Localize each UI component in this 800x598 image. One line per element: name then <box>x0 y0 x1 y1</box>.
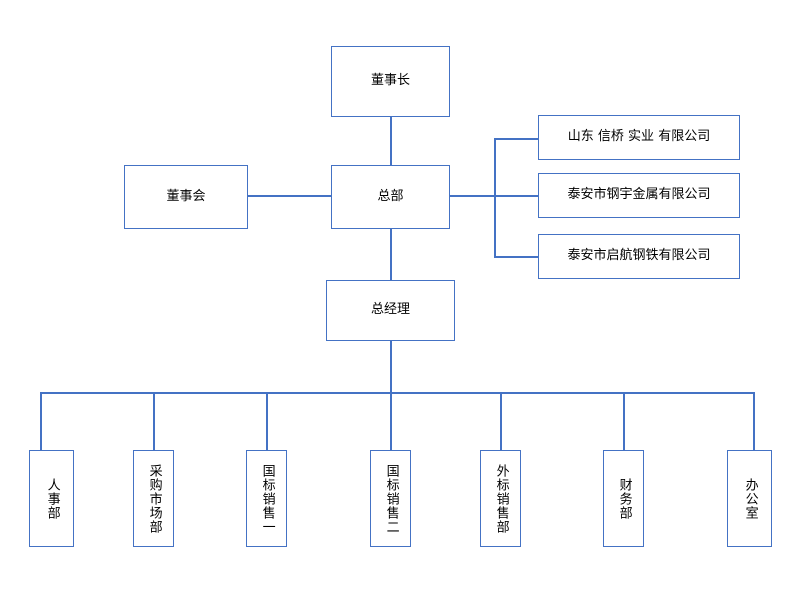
connector-board-to-headquarters <box>248 195 332 197</box>
node-dept-7[interactable]: 办公室 <box>727 450 772 547</box>
node-chairman[interactable]: 董事长 <box>331 46 450 117</box>
connector-bus-to-dept-6 <box>623 392 625 450</box>
node-headquarters[interactable]: 总部 <box>331 165 450 229</box>
node-general-manager[interactable]: 总经理 <box>326 280 455 341</box>
node-subsidiary-1[interactable]: 山东 信桥 实业 有限公司 <box>538 115 740 160</box>
connector-bus-to-dept-4 <box>390 392 392 450</box>
connector-bus-to-subsidiary-2 <box>494 195 538 197</box>
node-dept-6[interactable]: 财务部 <box>603 450 644 547</box>
node-dept-3[interactable]: 国标销售一 <box>246 450 287 547</box>
node-dept-2[interactable]: 采购市场部 <box>133 450 174 547</box>
node-dept-5[interactable]: 外标销售部 <box>480 450 521 547</box>
connector-bus-to-dept-3 <box>266 392 268 450</box>
node-dept-1[interactable]: 人事部 <box>29 450 74 547</box>
node-subsidiary-2[interactable]: 泰安市钢宇金属有限公司 <box>538 173 740 218</box>
connector-chairman-to-headquarters <box>390 117 392 168</box>
connector-bus-to-dept-2 <box>153 392 155 450</box>
node-board[interactable]: 董事会 <box>124 165 248 229</box>
connector-bus-to-subsidiary-3 <box>494 256 538 258</box>
node-subsidiary-3[interactable]: 泰安市启航钢铁有限公司 <box>538 234 740 279</box>
connector-general-manager-to-dept-bus <box>390 341 392 393</box>
connector-bus-to-subsidiary-1 <box>494 138 538 140</box>
connector-subsidiary-bus <box>494 139 496 257</box>
connector-headquarters-to-general-manager <box>390 228 392 280</box>
connector-department-bus <box>40 392 754 394</box>
connector-headquarters-to-subsidiary-bus <box>450 195 496 197</box>
connector-bus-to-dept-1 <box>40 392 42 450</box>
connector-bus-to-dept-7 <box>753 392 755 450</box>
connector-bus-to-dept-5 <box>500 392 502 450</box>
node-dept-4[interactable]: 国标销售二 <box>370 450 411 547</box>
